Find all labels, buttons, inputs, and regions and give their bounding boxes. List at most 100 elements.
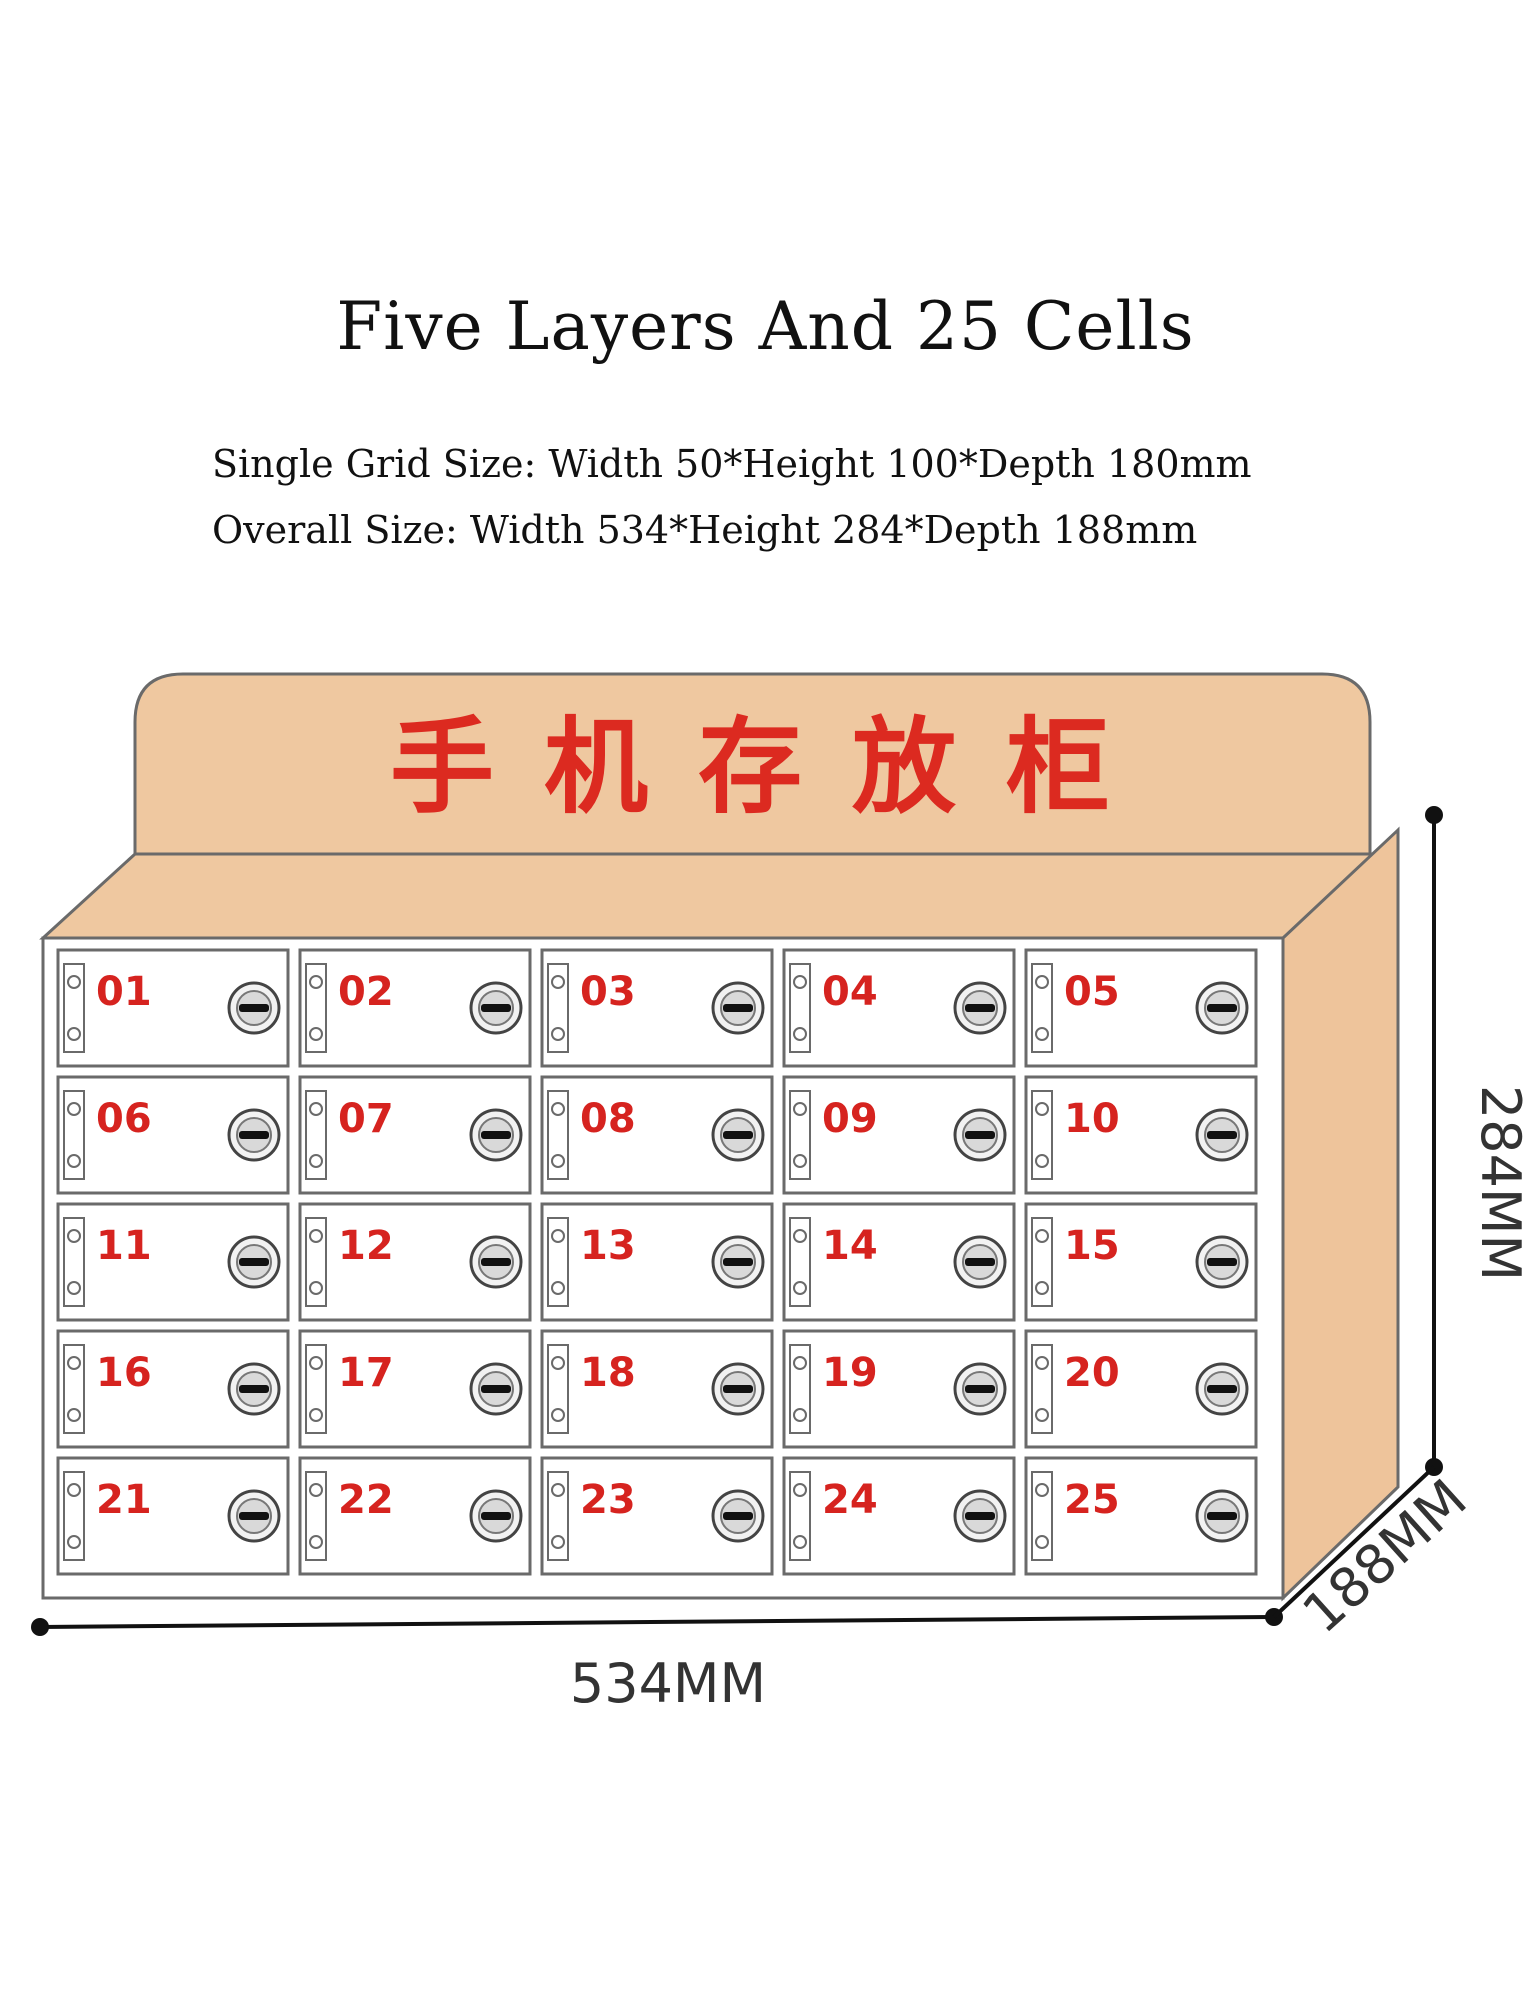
hinge-icon xyxy=(305,1090,327,1180)
hinge-icon xyxy=(305,963,327,1053)
banner-char-4: 放 xyxy=(852,706,956,828)
locker-door[interactable]: 02 xyxy=(298,948,532,1068)
lock-icon[interactable] xyxy=(1195,1362,1249,1416)
locker-number: 13 xyxy=(580,1223,636,1269)
hinge-icon xyxy=(1031,1471,1053,1561)
locker-door[interactable]: 20 xyxy=(1024,1329,1258,1449)
lock-icon[interactable] xyxy=(1195,981,1249,1035)
locker-number: 24 xyxy=(822,1477,878,1523)
locker-number: 17 xyxy=(338,1350,394,1396)
hinge-icon xyxy=(63,963,85,1053)
depth-dimension xyxy=(1272,1465,1436,1619)
hinge-icon xyxy=(789,1217,811,1307)
hinge-icon xyxy=(63,1217,85,1307)
hinge-icon xyxy=(547,1471,569,1561)
lock-icon[interactable] xyxy=(227,1235,281,1289)
locker-number: 15 xyxy=(1064,1223,1120,1269)
width-dimension xyxy=(31,1608,1283,1636)
lock-icon[interactable] xyxy=(953,981,1007,1035)
locker-door[interactable]: 05 xyxy=(1024,948,1258,1068)
banner-char-1: 手 xyxy=(390,706,494,828)
locker-door[interactable]: 03 xyxy=(540,948,774,1068)
lock-icon[interactable] xyxy=(227,1489,281,1543)
banner-char-5: 柜 xyxy=(1006,706,1110,828)
locker-door[interactable]: 16 xyxy=(56,1329,290,1449)
hinge-icon xyxy=(547,1090,569,1180)
hinge-icon xyxy=(305,1471,327,1561)
lock-icon[interactable] xyxy=(711,981,765,1035)
locker-number: 05 xyxy=(1064,969,1120,1015)
lock-icon[interactable] xyxy=(1195,1489,1249,1543)
lock-icon[interactable] xyxy=(953,1362,1007,1416)
hinge-icon xyxy=(1031,1090,1053,1180)
lock-icon[interactable] xyxy=(711,1489,765,1543)
locker-door[interactable]: 06 xyxy=(56,1075,290,1195)
lock-icon[interactable] xyxy=(227,1108,281,1162)
locker-door[interactable]: 10 xyxy=(1024,1075,1258,1195)
lock-icon[interactable] xyxy=(711,1235,765,1289)
hinge-icon xyxy=(547,1217,569,1307)
locker-door[interactable]: 01 xyxy=(56,948,290,1068)
locker-number: 01 xyxy=(96,969,152,1015)
hinge-icon xyxy=(547,963,569,1053)
locker-number: 23 xyxy=(580,1477,636,1523)
locker-number: 21 xyxy=(96,1477,152,1523)
lock-icon[interactable] xyxy=(953,1235,1007,1289)
lock-icon[interactable] xyxy=(953,1108,1007,1162)
lock-icon[interactable] xyxy=(469,1108,523,1162)
locker-number: 04 xyxy=(822,969,878,1015)
locker-door[interactable]: 24 xyxy=(782,1456,1016,1576)
locker-number: 22 xyxy=(338,1477,394,1523)
lock-icon[interactable] xyxy=(227,1362,281,1416)
lock-icon[interactable] xyxy=(711,1362,765,1416)
locker-door[interactable]: 15 xyxy=(1024,1202,1258,1322)
lock-icon[interactable] xyxy=(469,1362,523,1416)
lock-icon[interactable] xyxy=(227,981,281,1035)
locker-door[interactable]: 25 xyxy=(1024,1456,1258,1576)
locker-door[interactable]: 11 xyxy=(56,1202,290,1322)
cabinet-top-surface xyxy=(39,852,1395,940)
locker-door[interactable]: 08 xyxy=(540,1075,774,1195)
lock-icon[interactable] xyxy=(1195,1235,1249,1289)
locker-door[interactable]: 09 xyxy=(782,1075,1016,1195)
locker-door[interactable]: 07 xyxy=(298,1075,532,1195)
locker-number: 14 xyxy=(822,1223,878,1269)
hinge-icon xyxy=(63,1471,85,1561)
lock-icon[interactable] xyxy=(469,981,523,1035)
locker-number: 08 xyxy=(580,1096,636,1142)
hinge-icon xyxy=(789,1090,811,1180)
hinge-icon xyxy=(789,1344,811,1434)
hinge-icon xyxy=(305,1344,327,1434)
locker-number: 07 xyxy=(338,1096,394,1142)
locker-number: 11 xyxy=(96,1223,152,1269)
lock-icon[interactable] xyxy=(469,1489,523,1543)
hinge-icon xyxy=(789,1471,811,1561)
locker-number: 16 xyxy=(96,1350,152,1396)
locker-door[interactable]: 17 xyxy=(298,1329,532,1449)
locker-door[interactable]: 12 xyxy=(298,1202,532,1322)
locker-number: 02 xyxy=(338,969,394,1015)
locker-number: 25 xyxy=(1064,1477,1120,1523)
locker-door[interactable]: 22 xyxy=(298,1456,532,1576)
locker-door[interactable]: 19 xyxy=(782,1329,1016,1449)
locker-door[interactable]: 13 xyxy=(540,1202,774,1322)
lock-icon[interactable] xyxy=(1195,1108,1249,1162)
width-dimension-label: 534MM xyxy=(570,1652,766,1715)
locker-door[interactable]: 21 xyxy=(56,1456,290,1576)
locker-door[interactable]: 23 xyxy=(540,1456,774,1576)
locker-door[interactable]: 18 xyxy=(540,1329,774,1449)
lock-icon[interactable] xyxy=(469,1235,523,1289)
locker-door[interactable]: 04 xyxy=(782,948,1016,1068)
locker-number: 03 xyxy=(580,969,636,1015)
lock-icon[interactable] xyxy=(711,1108,765,1162)
lock-icon[interactable] xyxy=(953,1489,1007,1543)
overall-size-text: Overall Size: Width 534*Height 284*Depth… xyxy=(212,508,1198,552)
height-dimension xyxy=(1425,806,1443,1476)
page-title: Five Layers And 25 Cells xyxy=(336,288,1195,365)
hinge-icon xyxy=(789,963,811,1053)
locker-door[interactable]: 14 xyxy=(782,1202,1016,1322)
hinge-icon xyxy=(547,1344,569,1434)
hinge-icon xyxy=(63,1090,85,1180)
